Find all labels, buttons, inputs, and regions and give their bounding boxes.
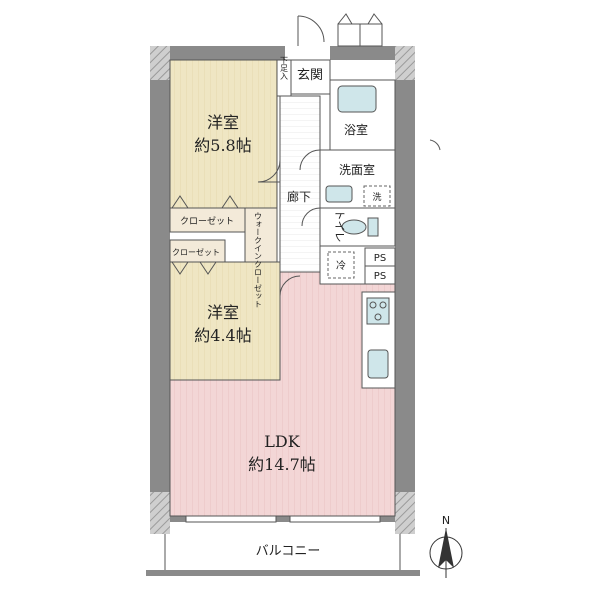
toilet-label: トイレ xyxy=(333,210,346,243)
entrance-area xyxy=(289,59,331,95)
balcony-label: バルコニー xyxy=(256,544,321,559)
ps-label-1: PS xyxy=(374,253,386,264)
western-room-2-size: 約4.4帖 xyxy=(194,326,251,345)
ldk-name: LDK xyxy=(264,432,300,451)
hallway-label: 廊下 xyxy=(287,189,311,204)
stove-icon xyxy=(366,297,390,325)
washing-machine-space xyxy=(363,185,391,207)
western-room-1-size: 約5.8帖 xyxy=(194,136,251,155)
closet-2-label: クローゼット xyxy=(172,247,220,257)
bathtub xyxy=(337,85,377,113)
outer-walls xyxy=(150,46,415,534)
ldk-size: 約14.7帖 xyxy=(248,455,316,474)
balcony-windows xyxy=(185,515,381,523)
hallway xyxy=(279,95,321,273)
bathroom-label: 浴室 xyxy=(344,122,368,137)
north-label: N xyxy=(442,514,450,527)
refrigerator-label: 冷 xyxy=(336,259,346,272)
washing-machine-label: 洗 xyxy=(372,191,381,203)
ldk-area xyxy=(169,271,396,517)
ps-label-2: PS xyxy=(374,271,386,282)
washroom-label: 洗面室 xyxy=(339,162,375,177)
sink-icon xyxy=(367,349,389,379)
entrance-door-frame xyxy=(337,13,383,47)
western-room-1-name: 洋室 xyxy=(207,113,239,132)
western-room-1 xyxy=(169,59,278,209)
refrigerator-space xyxy=(327,251,355,279)
shoe-storage-label: 下足入 xyxy=(280,56,289,80)
entrance-label: 玄関 xyxy=(297,68,323,83)
closet-1-label: クローゼット xyxy=(180,215,234,227)
north-arrow-icon xyxy=(429,528,463,578)
door-swings xyxy=(257,15,441,297)
closet-door-marks xyxy=(171,195,239,275)
walk-in-closet xyxy=(244,207,278,263)
shoe-storage xyxy=(276,59,292,97)
toilet-tank xyxy=(367,217,379,237)
closet-1 xyxy=(169,207,246,233)
walk-in-closet-label: ウォークインクローゼット xyxy=(254,212,263,308)
toilet-bowl xyxy=(341,219,367,235)
wash-basin xyxy=(325,185,353,203)
balcony-area xyxy=(146,534,420,576)
western-room-2-name: 洋室 xyxy=(207,303,239,322)
